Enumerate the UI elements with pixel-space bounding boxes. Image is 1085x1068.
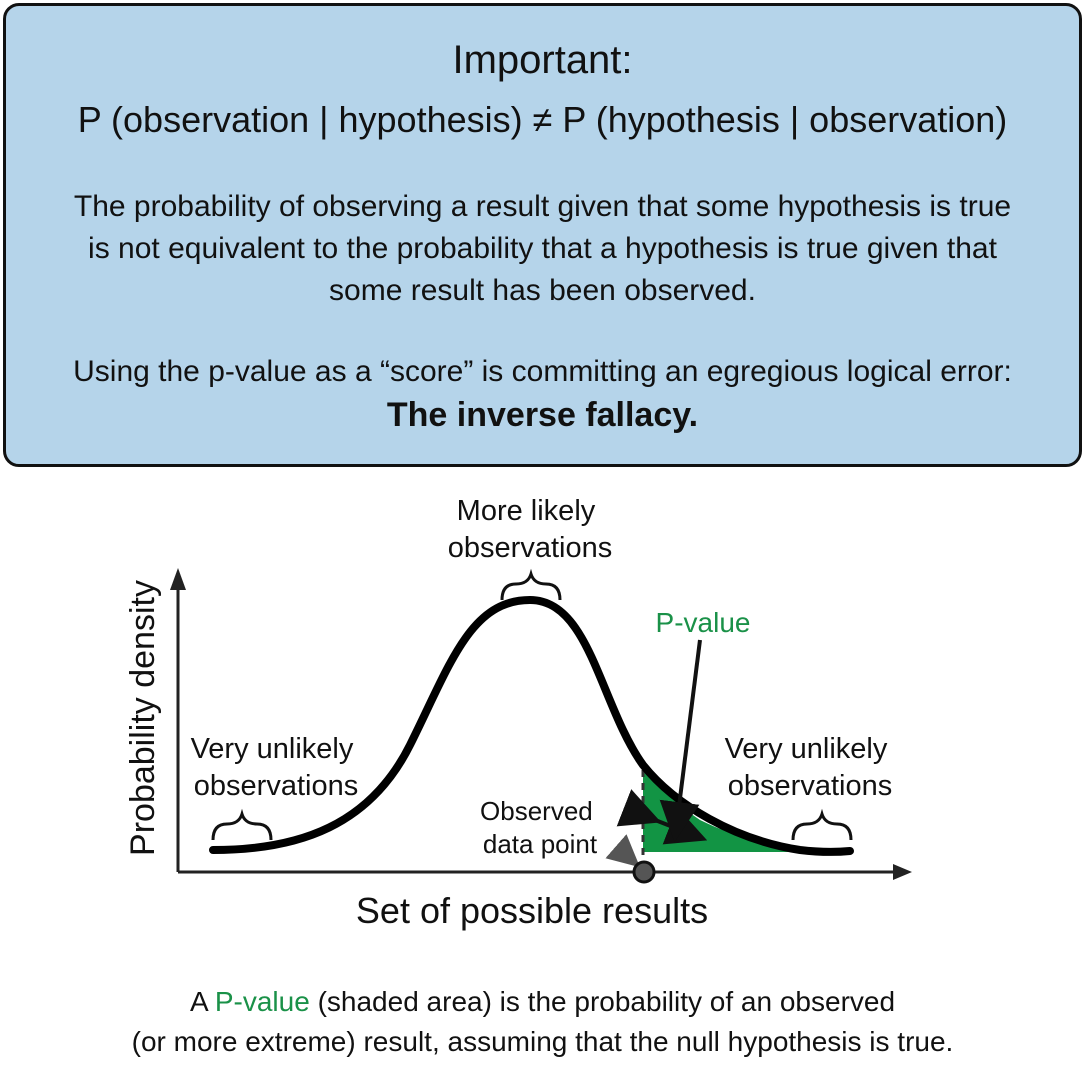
brace-unlikely-right xyxy=(791,808,853,841)
y-axis-label: Probability density xyxy=(124,580,162,856)
observed-point-arrow xyxy=(605,834,641,868)
brace-unlikely-left xyxy=(211,808,273,841)
probability-density-curve xyxy=(209,595,854,856)
explanation-line-3: some result has been observed. xyxy=(329,274,756,307)
callout-warning: Using the p-value as a “score” is commit… xyxy=(73,355,1012,388)
explanation-line-2: is not equivalent to the probability tha… xyxy=(88,232,997,265)
unlikely-right-label: Very unlikely observations xyxy=(725,733,896,802)
x-axis-label: Set of possible results xyxy=(356,890,708,931)
observed-data-point xyxy=(632,860,656,884)
caption-line-1: A P-value (shaded area) is the probabili… xyxy=(0,982,1085,1022)
x-axis-arrowhead xyxy=(893,864,912,880)
y-axis-arrowhead xyxy=(170,568,186,590)
callout-title: Important: xyxy=(452,38,633,82)
caption-line-2: (or more extreme) result, assuming that … xyxy=(131,1026,954,1057)
p-value-pointer-arrow xyxy=(659,639,702,842)
p-value-label: P-value xyxy=(656,607,751,638)
callout-fallacy-name: The inverse fallacy. xyxy=(386,396,699,434)
callout-explanation: The probability of observing a result gi… xyxy=(6,186,1079,312)
caption: A P-value (shaded area) is the probabili… xyxy=(0,982,1085,1062)
observed-point-label: Observed data point xyxy=(480,796,600,859)
p-value-diagram: More likely observations Very unlikely o… xyxy=(124,495,912,931)
brace-more-likely xyxy=(500,568,562,601)
important-callout-box: Important: P (observation | hypothesis) … xyxy=(3,3,1082,467)
caption-p-value-highlight: P-value xyxy=(214,986,310,1017)
more-likely-label: More likely observations xyxy=(448,495,612,564)
explanation-line-1: The probability of observing a result gi… xyxy=(73,190,1012,223)
unlikely-left-label: Very unlikely observations xyxy=(191,733,362,802)
callout-formula: P (observation | hypothesis) ≠ P (hypoth… xyxy=(77,99,1008,140)
caption-prefix: A xyxy=(189,986,215,1017)
caption-rest: (shaded area) is the probability of an o… xyxy=(309,986,896,1017)
